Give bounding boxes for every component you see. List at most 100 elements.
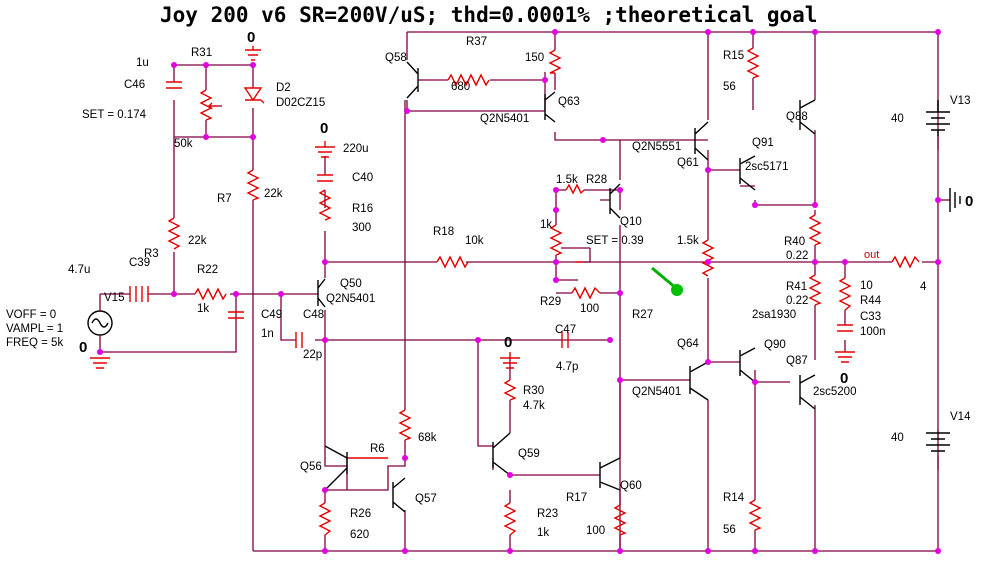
label-Q90: Q90 <box>764 339 786 351</box>
label-C33-value: 100n <box>860 326 886 338</box>
label-vampl: VAMPL = 1 <box>6 323 63 335</box>
transistor-Q56 <box>324 445 348 491</box>
transistor-Q88 <box>799 99 816 135</box>
resistor-R30 <box>503 379 517 401</box>
label-R26: R26 <box>350 508 371 520</box>
label-R23: R23 <box>537 508 558 520</box>
label-Q60: Q60 <box>620 480 642 492</box>
label-R18-value: 10k <box>465 235 484 247</box>
capacitor-C47 <box>561 332 569 348</box>
label-Q63: Q63 <box>558 96 580 108</box>
label-R26-value: 620 <box>350 529 369 541</box>
label-C48-value: 22p <box>303 349 322 361</box>
resistors <box>167 47 920 536</box>
label-V13: V13 <box>950 95 970 107</box>
label-Q10: Q10 <box>620 216 642 228</box>
component-labels: 1u C46 R31 0 SET = 0.174 D2 D02CZ15 50k … <box>6 29 973 541</box>
label-R23-value: 1k <box>537 527 549 539</box>
resistor-R31 <box>199 89 213 121</box>
transistor-Q91 <box>739 155 756 191</box>
schematic-title: Joy 200 v6 SR=200V/uS; thd=0.0001% ;theo… <box>160 3 817 27</box>
label-ground-zero-top: 0 <box>247 29 255 46</box>
label-ground-zero-r30: 0 <box>504 334 512 351</box>
label-C47: C47 <box>555 324 576 336</box>
label-Q90-part: 2sa1930 <box>752 309 796 321</box>
label-R22-value: 1k <box>197 303 209 315</box>
ground-symbol-v15 <box>90 357 110 369</box>
label-C33: C33 <box>860 311 881 323</box>
resistor-R23 <box>503 502 517 536</box>
label-R27: R27 <box>632 309 653 321</box>
label-R28: R28 <box>586 174 607 186</box>
label-Q50: Q50 <box>340 278 362 290</box>
label-C40-value: 220u <box>343 143 369 155</box>
ground-symbol-c33 <box>835 351 855 363</box>
junction-dots <box>97 29 941 554</box>
label-V13-value: 40 <box>891 113 904 125</box>
label-R1-5k: 1.5k <box>677 235 699 247</box>
label-V14-value: 40 <box>891 432 904 444</box>
resistor-R3 <box>167 217 181 250</box>
label-R40: R40 <box>784 236 805 248</box>
label-Q87-part: 2sc5200 <box>813 386 856 398</box>
resistor-R37 <box>447 73 490 87</box>
resistor-R29 <box>571 286 601 300</box>
label-R37: R37 <box>466 36 487 48</box>
label-Q87: Q87 <box>786 355 808 367</box>
label-R41: R41 <box>786 281 807 293</box>
resistor-R41 <box>808 274 822 306</box>
label-C46: C46 <box>124 79 145 91</box>
label-Q50-part: Q2N5401 <box>326 293 375 305</box>
resistor-1-5k <box>701 239 715 277</box>
label-R150-value: 150 <box>525 52 544 64</box>
label-R7-value: 22k <box>264 188 283 200</box>
label-Q91: Q91 <box>752 137 774 149</box>
label-R30: R30 <box>523 385 544 397</box>
label-C46-value: 1u <box>136 57 149 69</box>
label-D2-part: D02CZ15 <box>276 97 325 109</box>
label-V15: V15 <box>104 292 124 304</box>
label-Q59: Q59 <box>518 448 540 460</box>
label-ground-zero-c33: 0 <box>840 370 848 387</box>
label-Q58: Q58 <box>385 52 407 64</box>
zener-D2 <box>243 87 265 104</box>
label-Q64: Q64 <box>677 338 699 350</box>
ground-symbol-c40 <box>315 141 335 158</box>
ground-symbol-top <box>245 46 261 61</box>
transistor-Q50 <box>317 278 326 308</box>
resistor-150 <box>548 49 562 74</box>
label-R7: R7 <box>217 193 232 205</box>
transistor-Q60 <box>599 457 621 491</box>
label-R41-value: 0.22 <box>786 295 808 307</box>
label-Q57: Q57 <box>415 493 437 505</box>
resistor-R44 <box>838 277 852 311</box>
resistor-out-4 <box>891 255 920 269</box>
label-set-r31: SET = 0.174 <box>82 109 147 121</box>
resistor-R28 <box>565 183 585 195</box>
label-out-net: out <box>864 249 879 261</box>
label-C39-value: 4.7u <box>68 264 90 276</box>
capacitor-C40 <box>317 174 333 182</box>
transistor-Q63 <box>544 91 556 123</box>
symbols <box>87 46 961 452</box>
ground-symbol-r30 <box>500 352 520 369</box>
label-R68k-value: 68k <box>418 432 437 444</box>
label-D2: D2 <box>276 82 291 94</box>
label-R17: R17 <box>566 492 587 504</box>
label-Q56: Q56 <box>300 461 322 473</box>
capacitor-C39 <box>129 286 137 302</box>
source-V15 <box>87 294 113 352</box>
capacitors <box>129 81 853 348</box>
label-Q91-part: 2sc5171 <box>745 161 788 173</box>
label-R-out-value: 4 <box>920 281 927 293</box>
label-R22: R22 <box>197 264 218 276</box>
label-Q64-part: Q2N5401 <box>632 386 681 398</box>
battery-V13 <box>926 100 950 136</box>
label-R6: R6 <box>370 443 385 455</box>
label-R37-value: 680 <box>451 81 470 93</box>
resistor-1k-pot <box>549 224 563 256</box>
wires <box>100 32 950 552</box>
label-R14-value: 56 <box>723 524 736 536</box>
ground-symbol-right <box>949 188 961 212</box>
